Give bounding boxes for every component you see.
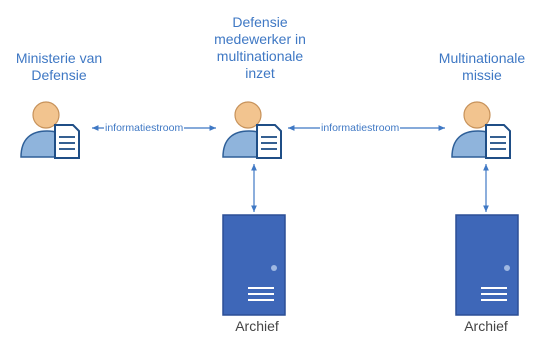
server-icon [455, 214, 519, 316]
flow-label-ministry-employee: informatiestroom [104, 122, 185, 134]
node-label-ministry: Ministerie van Defensie [15, 50, 103, 83]
person-document-icon [222, 101, 282, 159]
archive-label-employee: Archief [235, 318, 279, 334]
document-icon [485, 124, 511, 159]
flow-label-employee-mission: informatiestroom [320, 122, 401, 134]
document-icon [256, 124, 282, 159]
person-document-icon [451, 101, 511, 159]
node-label-mission: Multinationale missie [438, 50, 526, 83]
document-icon [54, 124, 80, 159]
server-icon [222, 214, 286, 316]
node-label-employee: Defensie medewerker in multinationale in… [214, 14, 306, 81]
person-document-icon [20, 101, 80, 159]
archive-label-mission: Archief [464, 318, 508, 334]
